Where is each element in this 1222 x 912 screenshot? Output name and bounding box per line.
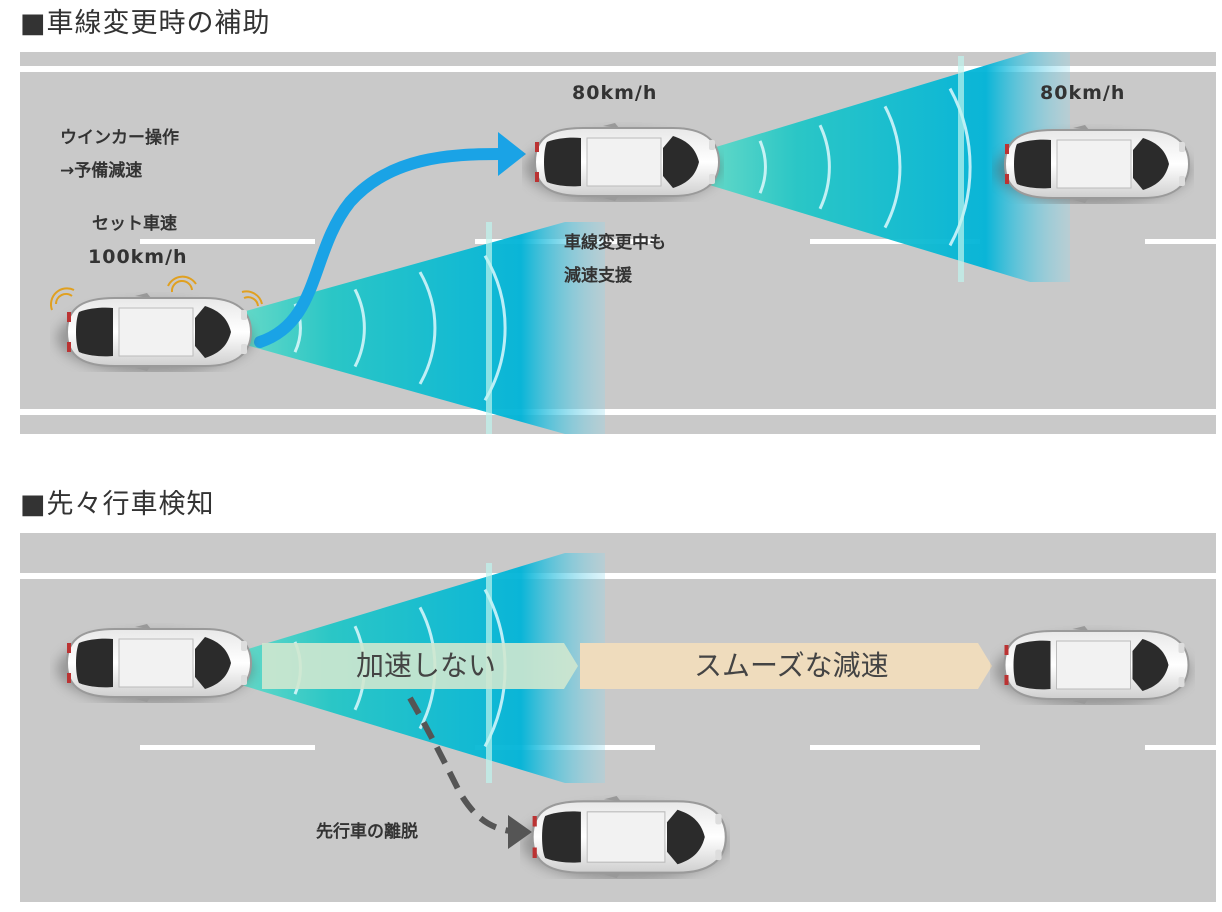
detection-plane bbox=[486, 222, 492, 434]
blinker-icon bbox=[49, 275, 263, 311]
lane-marking bbox=[140, 745, 315, 750]
lane-marking bbox=[140, 239, 315, 244]
middle-car-speed: 80km/h bbox=[572, 82, 658, 104]
multi-vehicle-illustration bbox=[20, 533, 1216, 902]
car-icon bbox=[525, 123, 721, 204]
car-icon bbox=[57, 624, 253, 705]
multi-vehicle-detection-diagram: 加速しない スムーズな減速 先行車の離脱 bbox=[20, 533, 1216, 902]
section-title-multi-vehicle-detection: ■先々行車検知 bbox=[20, 489, 215, 520]
smooth-deceleration-label: スムーズな減速 bbox=[694, 649, 889, 682]
lane-change-support-label: 車線変更中も bbox=[564, 233, 666, 253]
road-edge-line-bottom bbox=[20, 409, 1216, 415]
preceding-car-departure-label: 先行車の離脱 bbox=[316, 822, 418, 842]
smooth-deceleration-banner bbox=[580, 643, 992, 689]
dashed-arrow-head bbox=[508, 815, 532, 849]
car-icon bbox=[995, 125, 1191, 206]
lane-marking bbox=[1145, 239, 1216, 244]
pre-deceleration-label: →予備減速 bbox=[60, 161, 143, 181]
lane-marking bbox=[1145, 745, 1216, 750]
set-speed-value: 100km/h bbox=[88, 246, 188, 268]
car-icon bbox=[995, 626, 1191, 707]
set-speed-label: セット車速 bbox=[92, 214, 177, 234]
lane-marking bbox=[810, 239, 980, 244]
detection-plane bbox=[958, 56, 964, 282]
no-acceleration-label: 加速しない bbox=[356, 649, 497, 682]
curved-arrow-icon bbox=[254, 148, 506, 348]
deceleration-support-label: 減速支援 bbox=[564, 266, 632, 286]
dashed-arrow-icon bbox=[407, 696, 511, 834]
lane-change-diagram: ウインカー操作 →予備減速 セット車速 100km/h 80km/h 80km/… bbox=[20, 52, 1216, 434]
turn-signal-label: ウインカー操作 bbox=[60, 128, 179, 148]
front-car-speed: 80km/h bbox=[1040, 82, 1126, 104]
section-title-lane-change: ■車線変更時の補助 bbox=[20, 8, 271, 39]
road-edge-line-top bbox=[20, 573, 1216, 579]
road-edge-line-top bbox=[20, 66, 1216, 72]
car-icon bbox=[57, 293, 253, 374]
no-acceleration-banner bbox=[262, 643, 578, 689]
lane-change-illustration bbox=[20, 52, 1216, 434]
car-icon bbox=[522, 796, 728, 881]
lane-marking bbox=[810, 745, 980, 750]
curved-arrow-head bbox=[498, 132, 526, 176]
